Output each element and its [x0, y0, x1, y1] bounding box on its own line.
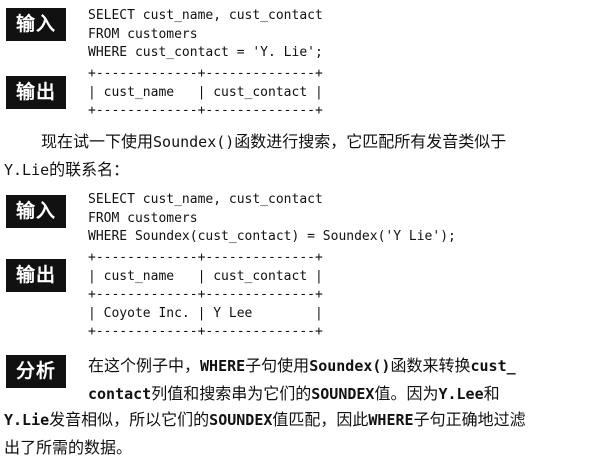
kw-soundex-upper: SOUNDEX: [311, 385, 375, 403]
input-tag-1: 输入: [6, 8, 66, 41]
output-tag-1: 输出: [6, 76, 66, 109]
code-y-lie: Y.Lie: [4, 161, 50, 179]
code-soundex: Soundex(): [153, 133, 235, 151]
analysis-text-1: 在这个例子中，WHERE子句使用Soundex()函数来转换cust_conta…: [88, 356, 516, 403]
output-table-2: +-------------+--------------+ | cust_na…: [88, 250, 323, 340]
analysis-tag: 分析: [6, 355, 66, 388]
kw-contact: contact: [88, 385, 152, 403]
output-table-1: +-------------+--------------+ | cust_na…: [88, 66, 323, 119]
analysis-text-2: Y.Lie发音相似，所以它们的SOUNDEX值匹配，因此WHERE子句正确地过滤…: [4, 410, 526, 457]
input-tag-2: 输入: [6, 195, 66, 228]
kw-soundex: Soundex(): [309, 357, 391, 375]
kw-cust: cust_: [470, 357, 516, 375]
output-tag-2: 输出: [6, 259, 66, 292]
kw-soundex-upper-2: SOUNDEX: [209, 411, 273, 429]
kw-y-lee: Y.Lee: [438, 385, 484, 403]
kw-where-2: WHERE: [368, 411, 414, 429]
paragraph-line-1: 现在试一下使用Soundex()函数进行搜索，它匹配所有发音类似于: [41, 132, 507, 151]
input-code-2: SELECT cust_name, cust_contact FROM cust…: [88, 192, 456, 245]
input-code-1: SELECT cust_name, cust_contact FROM cust…: [88, 8, 323, 61]
kw-y-lie: Y.Lie: [4, 411, 50, 429]
kw-where: WHERE: [200, 357, 246, 375]
